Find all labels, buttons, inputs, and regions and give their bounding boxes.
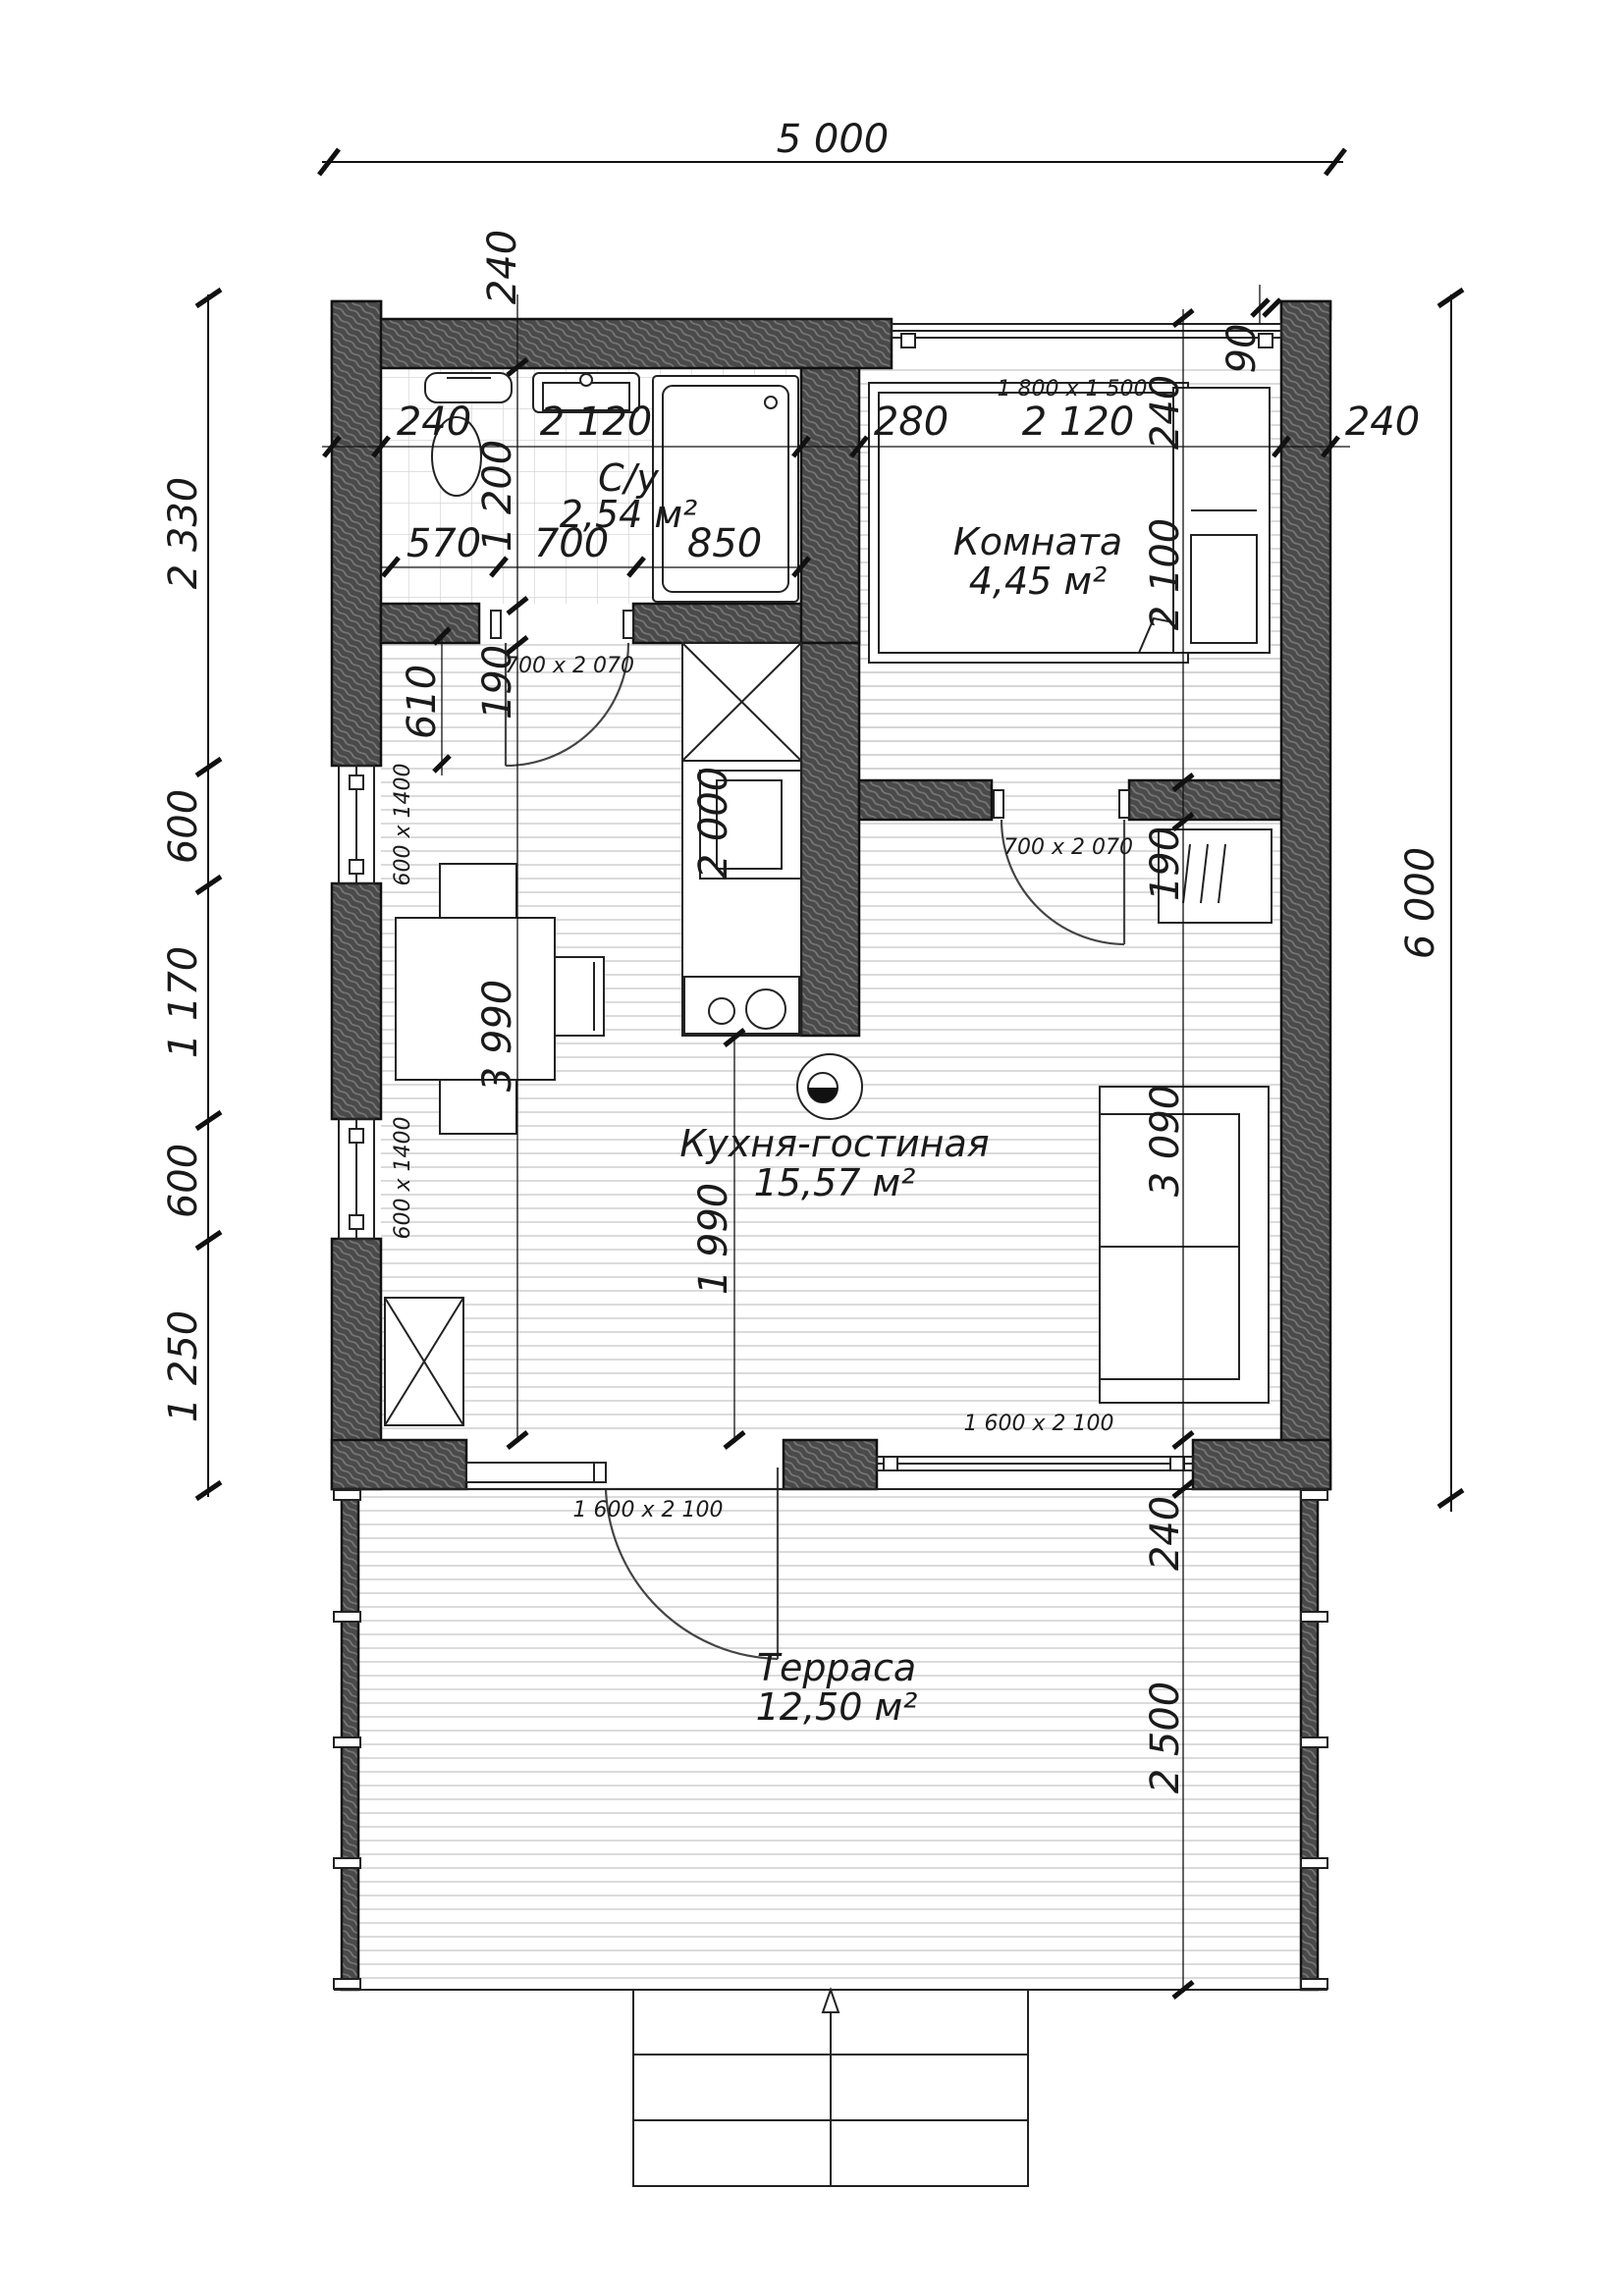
terrace-floor	[358, 1489, 1301, 1990]
windows	[338, 323, 1282, 1471]
label-terrace-window: 1 600 х 2 100	[964, 1412, 1114, 1436]
dim-overall-width: 5 000	[777, 117, 890, 162]
wall-bedroom-bottom-left	[857, 778, 994, 822]
dim-wall-top: 240	[480, 230, 525, 304]
dim-left-5: 1 250	[161, 1310, 206, 1423]
toilet	[424, 372, 513, 497]
dim-wall-right: 240	[1345, 400, 1420, 445]
room-terrace-area: 12,50 м²	[756, 1685, 918, 1729]
dim-bath-part-3: 850	[687, 521, 762, 566]
room-bedroom-name: Комната	[953, 520, 1122, 563]
dim-partition: 280	[874, 400, 948, 445]
label-bedroom-door: 700 х 2 070	[1003, 835, 1133, 860]
dim-overall-depth: 6 000	[1398, 847, 1443, 960]
washbasin	[532, 372, 640, 413]
side-window-lower	[338, 1118, 375, 1240]
sofa	[1099, 1086, 1270, 1404]
room-kitchen-living-name: Кухня-гостиная	[679, 1122, 989, 1165]
terrace-window	[876, 1456, 1194, 1471]
room-bathroom-name: С/у	[598, 456, 659, 500]
round-stool	[796, 1053, 863, 1120]
wall-bath-bedroom	[799, 366, 861, 645]
fridge	[681, 642, 802, 762]
wall-left-mid	[330, 881, 383, 1121]
bathroom-fixtures	[424, 372, 799, 603]
wall-bottom-right	[1191, 1438, 1332, 1491]
dim-kitchen-front: 1 990	[691, 1183, 736, 1296]
bedroom-door	[993, 789, 1130, 946]
room-labels: С/у 2,54 м² Комната 4,45 м² Кухня-гостин…	[560, 456, 1123, 1729]
label-entry-door: 1 600 х 2 100	[573, 1498, 724, 1522]
bedroom-window	[891, 323, 1282, 348]
dimension-texts: 5 000 6 000 2 330 600 1 170 600 1 250 24…	[161, 117, 1443, 1793]
dim-living-depth: 3 090	[1143, 1085, 1188, 1198]
dim-dining-depth: 3 990	[475, 980, 520, 1093]
dim-bath-part-1: 570	[406, 521, 481, 566]
wall-bedroom-bottom-right	[1127, 778, 1283, 822]
shower	[652, 375, 799, 603]
label-bedroom-window: 1 800 х 1 500	[998, 377, 1148, 401]
room-bedroom-area: 4,45 м²	[969, 560, 1108, 603]
label-bath-door: 700 х 2 070	[505, 654, 634, 678]
entry-steps	[632, 1986, 1029, 2187]
bed	[868, 382, 1189, 664]
boiler-cabinet	[384, 1297, 464, 1426]
dim-bath-part-2: 700	[534, 521, 609, 566]
dim-bath-width: 2 120	[540, 400, 653, 445]
dim-kitchen-run: 2 000	[691, 767, 736, 880]
dim-bedroom-wall: 240	[1143, 375, 1188, 450]
wall-bath-bottom	[379, 602, 481, 645]
dim-left-3: 1 170	[161, 946, 206, 1059]
label-side-window-upper: 600 х 1400	[391, 764, 415, 886]
dim-bath-depth: 1 200	[475, 440, 520, 553]
cooktop	[683, 976, 800, 1035]
label-side-window-lower: 600 х 1400	[391, 1117, 415, 1240]
opening-labels: 1 800 х 1 500 700 х 2 070 700 х 2 070 60…	[391, 377, 1147, 1522]
dim-bedroom-depth: 2 100	[1143, 518, 1188, 631]
wall-bottom-left	[330, 1438, 468, 1491]
kitchen-furniture	[384, 642, 1272, 1426]
wall-top-bath	[330, 317, 893, 370]
bath-door	[490, 610, 634, 768]
room-terrace-name: Терраса	[757, 1646, 916, 1689]
dim-left-1: 2 330	[161, 477, 206, 590]
dim-left-2: 600	[161, 789, 206, 864]
terrace	[333, 1487, 1328, 2187]
dimension-lines	[194, 147, 1465, 2000]
dim-terrace-wall: 240	[1143, 1496, 1188, 1571]
dim-left-4: 600	[161, 1144, 206, 1218]
wall-left-upper	[330, 299, 383, 768]
room-kitchen-living-area: 15,57 м²	[754, 1161, 916, 1204]
dim-bedroom-width: 2 120	[1022, 400, 1135, 445]
wall-bottom-mid	[782, 1438, 879, 1491]
dim-terrace-depth: 2 500	[1143, 1682, 1188, 1794]
dim-door-gap-bath: 190	[475, 645, 520, 720]
dim-bedroom-offset: 90	[1219, 324, 1265, 374]
wall-right	[1279, 299, 1332, 1491]
dining-table	[395, 863, 605, 1135]
dim-hall-offset: 610	[400, 665, 445, 739]
dim-door-gap-bedroom: 190	[1143, 827, 1188, 901]
wardrobe	[1172, 387, 1271, 654]
wall-kitchen-partition	[799, 641, 861, 1038]
shoe-rack	[1158, 828, 1272, 924]
terrace-posts	[333, 1489, 1328, 1990]
side-window-upper	[338, 765, 375, 884]
bedroom-furniture	[868, 382, 1271, 664]
room-bathroom-area: 2,54 м²	[560, 493, 698, 536]
walls	[330, 299, 1332, 1491]
dim-bath-wall-left: 240	[397, 400, 471, 445]
